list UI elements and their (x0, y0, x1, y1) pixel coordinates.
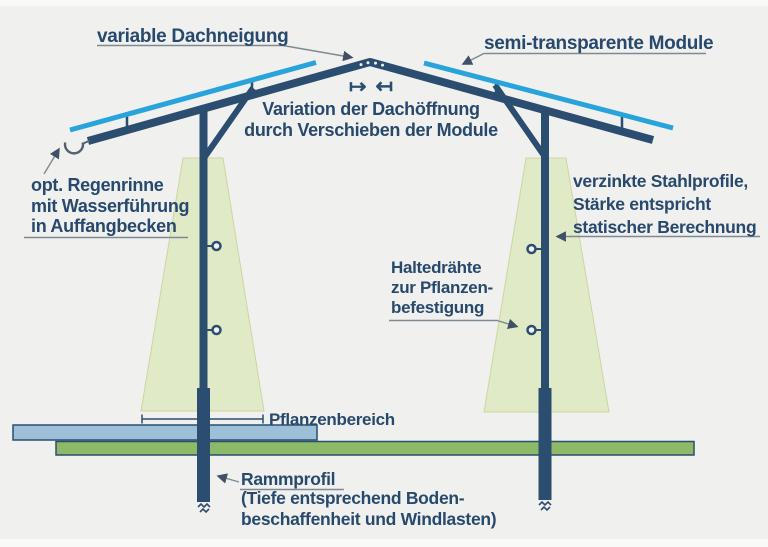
rain-gutter-icon (63, 139, 91, 155)
leader-holding-wires (389, 318, 519, 329)
label-steel-profiles-line2: Stärke entspricht (573, 194, 711, 214)
label-steel-profiles-line3: statischer Berechnung (573, 217, 757, 237)
label-ram-profile-note: (Tiefe entsprechend Boden- beschaffenhei… (241, 488, 497, 529)
right-post (538, 109, 552, 500)
ground-bar (55, 440, 695, 456)
label-rain-gutter-line1: opt. Regenrinne (31, 175, 164, 195)
pv-modules (69, 60, 674, 133)
ridge-holes (359, 61, 384, 67)
label-holding-wires-line3: befestigung (391, 298, 485, 317)
top-edge-strip (0, 0, 768, 6)
label-rain-gutter-line3: in Auffangbecken (31, 216, 177, 236)
label-steel-profiles-line1: verzinkte Stahlprofile, (573, 171, 748, 191)
left-post-break-icon (197, 502, 211, 514)
leader-modules (461, 52, 706, 65)
label-holding-wires-line1: Haltedrähte (391, 258, 482, 277)
label-steel-profiles: verzinkte Stahlprofile, Stärke entsprich… (573, 170, 757, 239)
label-ram-profile-note-line2: beschaffenheit und Windlasten) (241, 508, 497, 529)
leader-roof-pitch (97, 44, 354, 62)
leader-rain-gutter (43, 147, 60, 175)
label-roof-opening-line2: durch Verschieben der Module (244, 120, 498, 140)
module-shift-arrows-icon: ↦ ↤ (349, 76, 393, 97)
wire-hooks (206, 240, 542, 336)
label-roof-opening-variation: Variation der Dachöffnung durch Verschie… (244, 99, 498, 141)
leader-lines (24, 44, 760, 491)
label-ram-profile-note-line1: (Tiefe entsprechend Boden- (241, 488, 465, 508)
label-roof-opening-line1: Variation der Dachöffnung (262, 99, 480, 119)
label-variable-roof-pitch: variable Dachneigung (97, 26, 289, 47)
water-basin-bar (12, 424, 318, 441)
label-semi-transparent-modules: semi-transparente Module (484, 33, 714, 54)
left-post (197, 107, 210, 502)
shift-right-from-bar-icon: ↦ (348, 75, 367, 98)
bottom-edge-strip (0, 539, 768, 547)
leader-ram-profile (216, 473, 240, 484)
label-rain-gutter: opt. Regenrinne mit Wasserführung in Auf… (31, 175, 190, 237)
label-ram-profile: Rammprofil (241, 469, 336, 489)
label-plant-area: Pflanzenbereich (269, 410, 395, 429)
right-post-break-icon (538, 500, 552, 512)
roof-beam (86, 58, 655, 145)
label-rain-gutter-line2: mit Wasserführung (31, 195, 190, 216)
label-holding-wires: Haltedrähte zur Pflanzen- befestigung (391, 258, 493, 318)
shift-left-from-bar-icon: ↤ (375, 75, 394, 98)
label-holding-wires-line2: zur Pflanzen- (391, 278, 493, 297)
